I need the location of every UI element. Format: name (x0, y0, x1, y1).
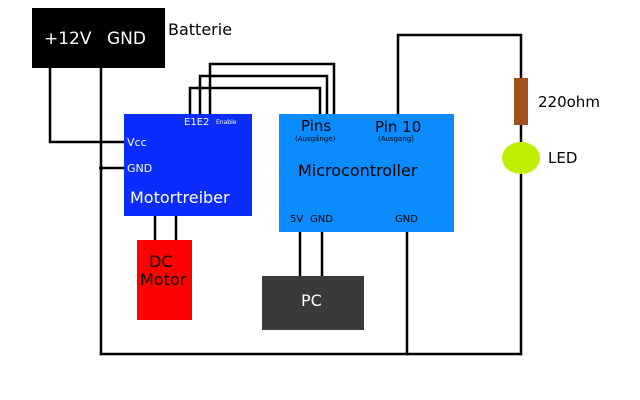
wire-enable-2 (198, 74, 329, 116)
led-body (502, 142, 540, 174)
led-label: LED (548, 149, 578, 167)
wire-enable-3 (208, 62, 336, 116)
junction-dot (99, 166, 103, 170)
resistor-body (514, 78, 528, 125)
battery-caption: Batterie (168, 20, 233, 39)
mcu-pins-sub: (Ausgänge) (295, 135, 336, 143)
dc-motor-line1: DC (149, 252, 173, 271)
battery-plus-label: +12V (44, 29, 92, 49)
battery-block (32, 8, 165, 68)
driver-enable-word: Enable (216, 119, 237, 126)
dc-motor-block (137, 240, 192, 320)
pc-block (262, 276, 364, 330)
wire-pin10-to-resistor (396, 33, 523, 116)
wire-12v-to-vcc (48, 66, 126, 144)
mcu-title: Microcontroller (298, 161, 418, 180)
mcu-gnd-left-label: GND (310, 214, 333, 225)
mcu-gnd-right-label: GND (395, 214, 418, 225)
wire-enable-1 (188, 86, 322, 116)
dc-motor-line2: Motor (140, 270, 187, 289)
mcu-pin10-label: Pin 10 (375, 118, 422, 136)
driver-vcc-label: Vcc (127, 136, 147, 149)
resistor-label: 220ohm (538, 93, 600, 111)
mcu-pins-label: Pins (301, 117, 332, 135)
motor-driver-block (124, 114, 252, 216)
driver-gnd-label: GND (127, 162, 153, 175)
battery-gnd-label: GND (107, 29, 146, 49)
mcu-5v-label: 5V (290, 214, 304, 225)
mcu-pin10-sub: (Ausgang) (378, 135, 414, 143)
driver-title: Motortreiber (130, 188, 230, 207)
microcontroller-block (279, 114, 454, 232)
pc-label: PC (301, 291, 322, 310)
driver-enable-pins-label: E1E2 (184, 117, 210, 128)
